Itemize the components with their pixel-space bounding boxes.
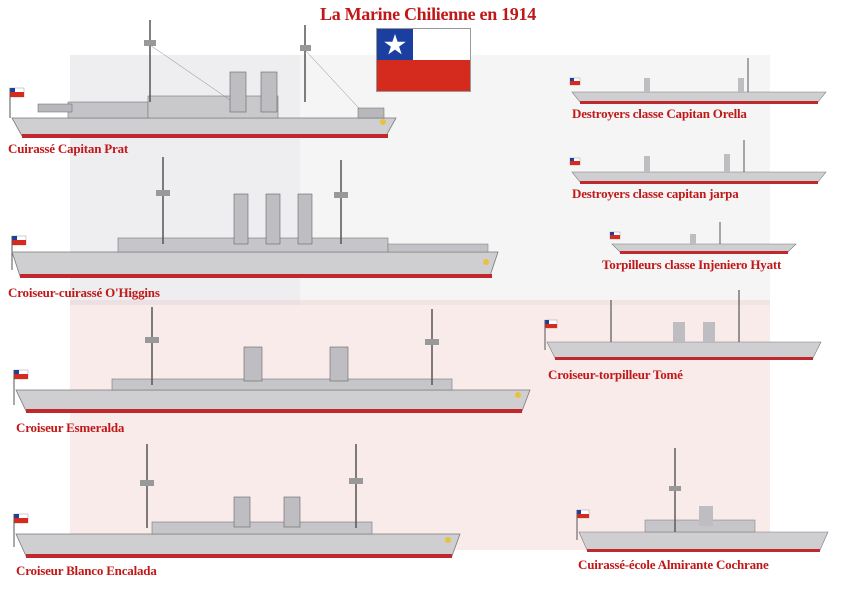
caption-almirante-cochrane: Cuirassé-école Almirante Cochrane bbox=[578, 557, 769, 572]
caption-tome: Croiseur-torpilleur Tomé bbox=[548, 367, 683, 382]
caption-capitan-prat: Cuirassé Capitan Prat bbox=[8, 141, 129, 156]
ship-injeniero-hyatt bbox=[609, 222, 797, 254]
caption-capitan-jarpa: Destroyers classe capitan jarpa bbox=[572, 186, 739, 201]
ship-capitan-prat bbox=[9, 20, 397, 138]
ship-tome bbox=[544, 290, 822, 360]
caption-ohiggins: Croiseur-cuirassé O'Higgins bbox=[8, 285, 160, 300]
background-flag-red bbox=[70, 300, 770, 550]
ship-almirante-cochrane bbox=[576, 448, 829, 552]
caption-blanco-encalada: Croiseur Blanco Encalada bbox=[16, 563, 157, 578]
ship-capitan-jarpa bbox=[569, 140, 827, 184]
caption-injeniero-hyatt: Torpilleurs classe Injeniero Hyatt bbox=[602, 257, 782, 272]
ship-capitan-orella bbox=[569, 58, 827, 104]
chile-flag-icon bbox=[376, 28, 471, 92]
ship-ohiggins bbox=[11, 157, 499, 278]
page-title: La Marine Chilienne en 1914 bbox=[320, 4, 536, 24]
caption-esmeralda: Croiseur Esmeralda bbox=[16, 420, 125, 435]
caption-capitan-orella: Destroyers classe Capitan Orella bbox=[572, 106, 747, 121]
ship-esmeralda bbox=[13, 307, 531, 413]
ship-blanco-encalada bbox=[13, 444, 461, 558]
